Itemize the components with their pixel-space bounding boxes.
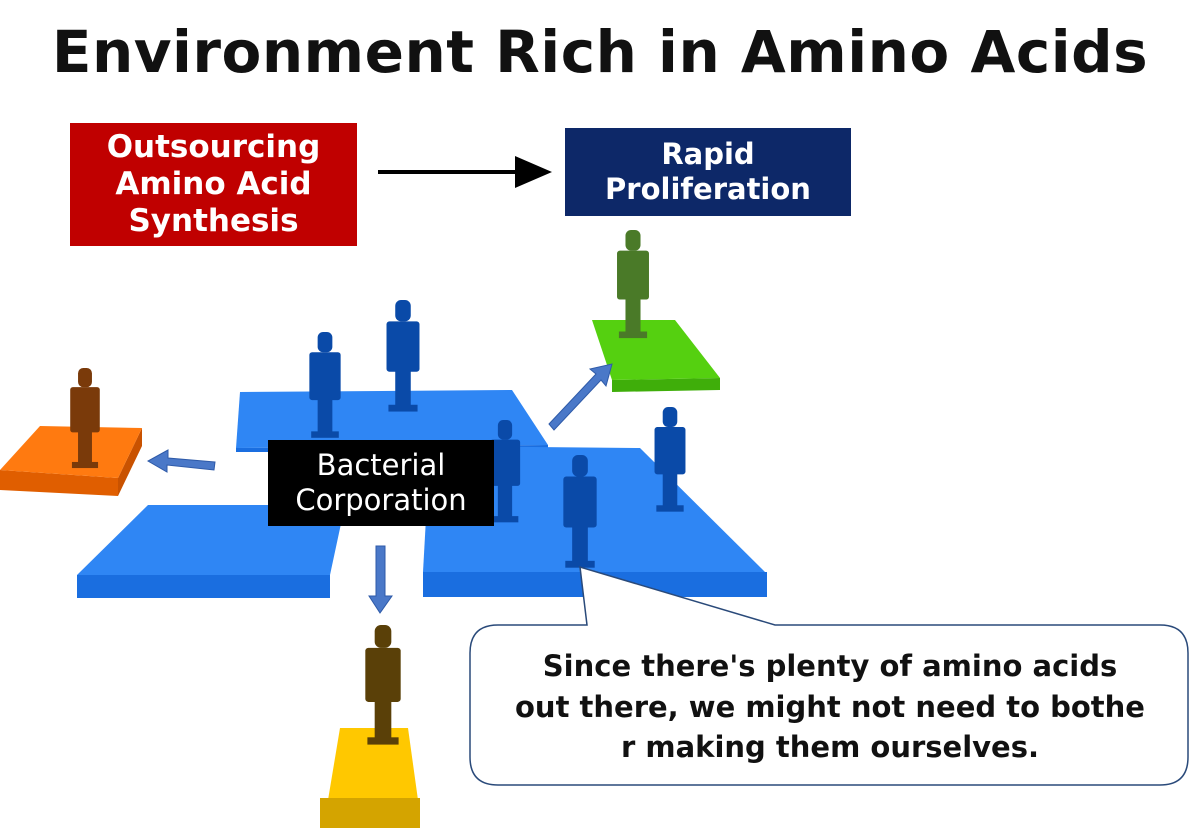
green-platform: [592, 320, 720, 392]
rapid-proliferation-box: Rapid Proliferation: [565, 128, 851, 216]
arrow-up-right-icon: [548, 363, 613, 431]
orange-platform: [0, 426, 142, 496]
rapid-proliferation-label: Rapid Proliferation: [605, 137, 811, 206]
speech-text: Since there's plenty of amino acids out …: [515, 649, 1145, 765]
speech-bubble: [469, 565, 1189, 786]
person-icon-outsourced-brown: [365, 625, 401, 745]
outsourcing-label: Outsourcing Amino Acid Synthesis: [106, 128, 321, 240]
bacterial-corporation-box: Bacterial Corporation: [268, 440, 494, 526]
bacterial-corporation-label: Bacterial Corporation: [295, 448, 467, 517]
arrow-left-icon: [146, 449, 216, 473]
page-title: Environment Rich in Amino Acids: [51, 18, 1149, 86]
arrow-to-proliferation: [378, 156, 552, 188]
outsourcing-box: Outsourcing Amino Acid Synthesis: [70, 123, 357, 246]
yellow-platform: [320, 728, 420, 828]
arrow-down-icon: [368, 545, 393, 614]
